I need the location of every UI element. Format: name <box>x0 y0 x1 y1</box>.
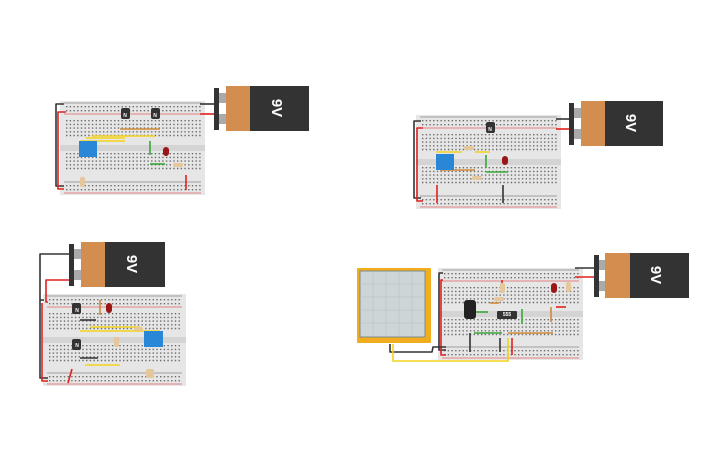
npn-transistor[interactable] <box>72 303 81 314</box>
resistor[interactable] <box>173 163 183 167</box>
capacitor[interactable] <box>464 300 476 319</box>
wire[interactable] <box>55 103 64 187</box>
npn-transistor[interactable] <box>121 108 130 119</box>
battery-9v[interactable]: 9V <box>214 86 309 131</box>
resistor[interactable] <box>80 177 85 187</box>
wire[interactable] <box>389 344 446 353</box>
led[interactable] <box>502 156 508 165</box>
chip-555-label: 555 <box>503 312 512 318</box>
battery-9v[interactable]: 9V <box>69 242 165 287</box>
resistor[interactable] <box>566 282 571 292</box>
npn-transistor[interactable] <box>151 108 160 119</box>
wire[interactable] <box>39 253 70 301</box>
wire[interactable] <box>39 300 48 379</box>
breadboard-holes <box>444 273 579 356</box>
battery-label: 9V <box>123 255 140 273</box>
battery-9v[interactable]: 9V <box>569 101 663 146</box>
wire[interactable] <box>57 111 66 190</box>
oscilloscope[interactable] <box>357 268 431 343</box>
transistor-label: N <box>75 343 79 349</box>
battery-label: 9V <box>622 114 639 132</box>
resistor[interactable] <box>464 146 474 150</box>
wire[interactable] <box>438 272 446 351</box>
resistor[interactable] <box>472 176 482 180</box>
battery-label: 9V <box>647 266 664 284</box>
resistor[interactable] <box>114 337 119 347</box>
transistor-label: N <box>153 113 157 119</box>
dip-switch[interactable] <box>79 141 97 157</box>
resistor[interactable] <box>500 283 505 293</box>
wire[interactable] <box>416 127 423 202</box>
resistor[interactable] <box>134 327 143 331</box>
wire[interactable] <box>67 368 73 384</box>
wire[interactable] <box>45 279 70 303</box>
breadboard-channel <box>60 145 205 151</box>
wire[interactable] <box>392 338 509 362</box>
transistor-label: N <box>488 127 492 133</box>
dip-switch[interactable] <box>144 331 163 347</box>
led[interactable] <box>163 147 169 156</box>
transistor-label: N <box>123 113 127 119</box>
npn-transistor[interactable] <box>72 339 81 350</box>
dip-switch[interactable] <box>436 154 454 170</box>
breadboard-channel <box>416 159 561 165</box>
wire[interactable] <box>41 303 48 382</box>
led[interactable] <box>106 303 112 313</box>
npn-transistor[interactable] <box>486 122 495 133</box>
ic-555[interactable] <box>497 311 517 319</box>
resistor[interactable] <box>494 297 504 301</box>
wire[interactable] <box>440 279 446 356</box>
battery-9v[interactable]: 9V <box>594 253 689 298</box>
resistor[interactable] <box>146 369 154 378</box>
transistor-label: N <box>75 308 79 314</box>
led[interactable] <box>551 283 557 293</box>
battery-label: 9V <box>268 99 285 117</box>
